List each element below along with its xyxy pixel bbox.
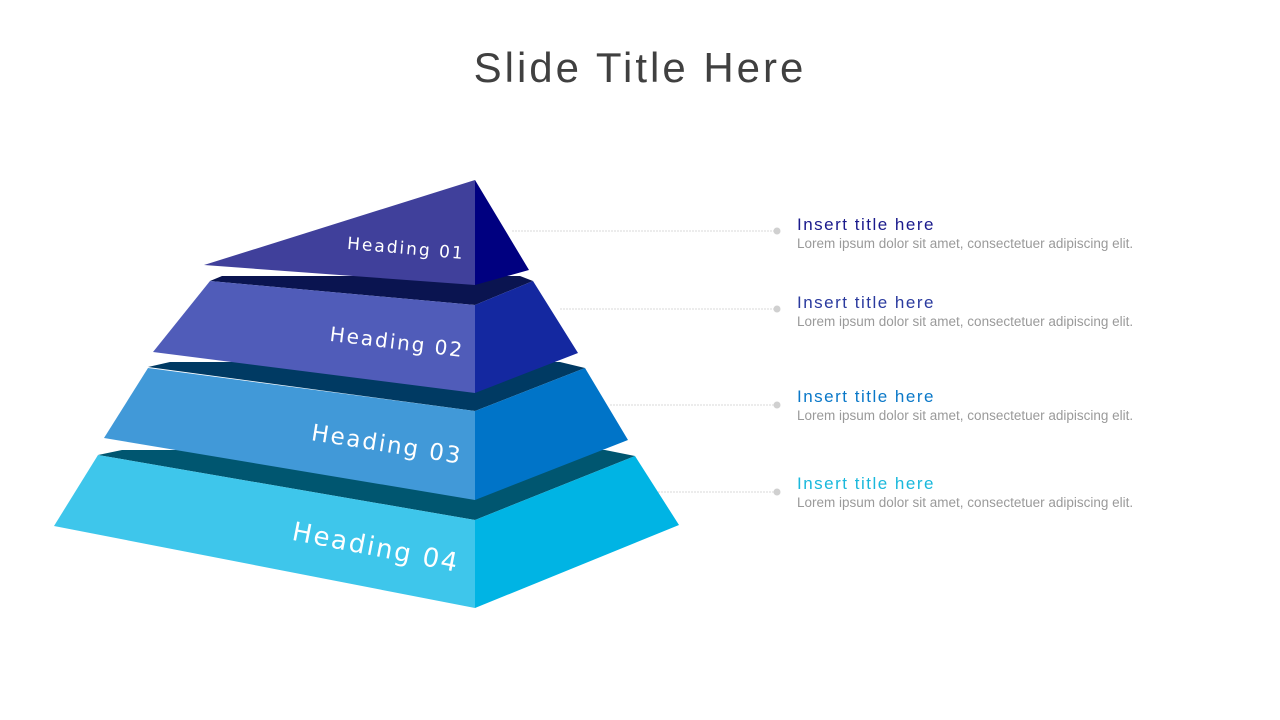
info-text-4: Lorem ipsum dolor sit amet, consectetuer…	[797, 495, 1134, 510]
tier-4-side-face	[475, 456, 679, 608]
info-title-4: Insert title here	[797, 474, 935, 493]
connector-dot-1	[773, 227, 781, 235]
tier-1-side-face	[475, 180, 529, 285]
connector-dot-2	[773, 305, 781, 313]
slide-title: Slide Title Here	[473, 44, 807, 91]
info-title-1: Insert title here	[797, 215, 935, 234]
tier-3-side-face	[475, 368, 628, 500]
info-text-1: Lorem ipsum dolor sit amet, consectetuer…	[797, 236, 1134, 251]
connector-lines	[512, 230, 776, 493]
tier-3-front-face	[104, 368, 475, 500]
tier-2-front-face	[153, 281, 475, 393]
info-title-3: Insert title here	[797, 387, 935, 406]
connector-dot-3	[773, 401, 781, 409]
info-item-4: Insert title here Lorem ipsum dolor sit …	[797, 474, 1133, 512]
info-text-3: Lorem ipsum dolor sit amet, consectetuer…	[797, 408, 1134, 423]
tier-4-front-face	[54, 455, 475, 608]
info-item-3: Insert title here Lorem ipsum dolor sit …	[797, 387, 1133, 425]
pyramid-tier-2: Heading 02	[153, 276, 578, 393]
tier-2-side-face	[475, 281, 578, 393]
info-title-2: Insert title here	[797, 293, 935, 312]
connector-dot-4	[773, 488, 781, 496]
pyramid-tier-1: Heading 01	[204, 180, 529, 285]
pyramid-tier-4: Heading 04	[54, 450, 679, 608]
info-text-2: Lorem ipsum dolor sit amet, consectetuer…	[797, 314, 1134, 329]
info-item-1: Insert title here Lorem ipsum dolor sit …	[797, 215, 1133, 253]
info-item-2: Insert title here Lorem ipsum dolor sit …	[797, 293, 1133, 331]
tier-1-front-face	[204, 180, 475, 285]
